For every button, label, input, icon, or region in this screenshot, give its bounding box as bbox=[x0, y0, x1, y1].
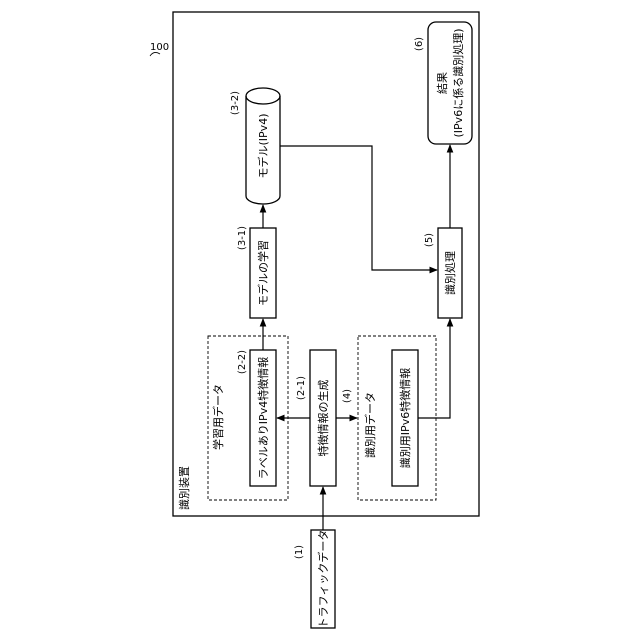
arrow-ipv6-to-identification bbox=[418, 319, 450, 418]
model-learning-ref: (3-1) bbox=[237, 226, 248, 250]
ipv6-features-label: 識別用IPv6特徴情報 bbox=[398, 368, 412, 468]
result-label-line2: (IPv6に係る識別処理) bbox=[452, 29, 465, 138]
feature-generation-ref-bottom: (4) bbox=[342, 389, 353, 403]
result-box bbox=[428, 22, 472, 144]
labeled-ipv4-features-label: ラベルありIPv4特徴情報 bbox=[256, 357, 270, 479]
device-ref: 100 bbox=[150, 42, 169, 53]
model-cylinder-top bbox=[246, 88, 280, 104]
identification-process-label: 識別処理 bbox=[444, 251, 457, 295]
labeled-ipv4-features-ref: (2-2) bbox=[237, 350, 248, 374]
model-ref: (3-2) bbox=[230, 91, 241, 115]
identification-data-group-label: 識別用データ bbox=[363, 392, 377, 458]
device-label: 識別装置 bbox=[178, 466, 191, 510]
model-label: モデル(IPv4) bbox=[256, 114, 270, 179]
training-data-group-label: 学習用データ bbox=[211, 384, 225, 450]
identification-process-ref: (5) bbox=[424, 233, 435, 247]
result-ref: (6) bbox=[414, 37, 425, 51]
arrow-model-to-identification bbox=[280, 146, 437, 270]
model-learning-label: モデルの学習 bbox=[256, 240, 270, 306]
traffic-data-label: トラフィックデータ bbox=[316, 530, 330, 629]
feature-generation-ref-top: (2-1) bbox=[296, 376, 307, 400]
feature-generation-label: 特徴情報の生成 bbox=[316, 380, 330, 457]
result-label-line1: 結果 bbox=[435, 72, 449, 94]
traffic-data-ref: (1) bbox=[294, 545, 305, 559]
